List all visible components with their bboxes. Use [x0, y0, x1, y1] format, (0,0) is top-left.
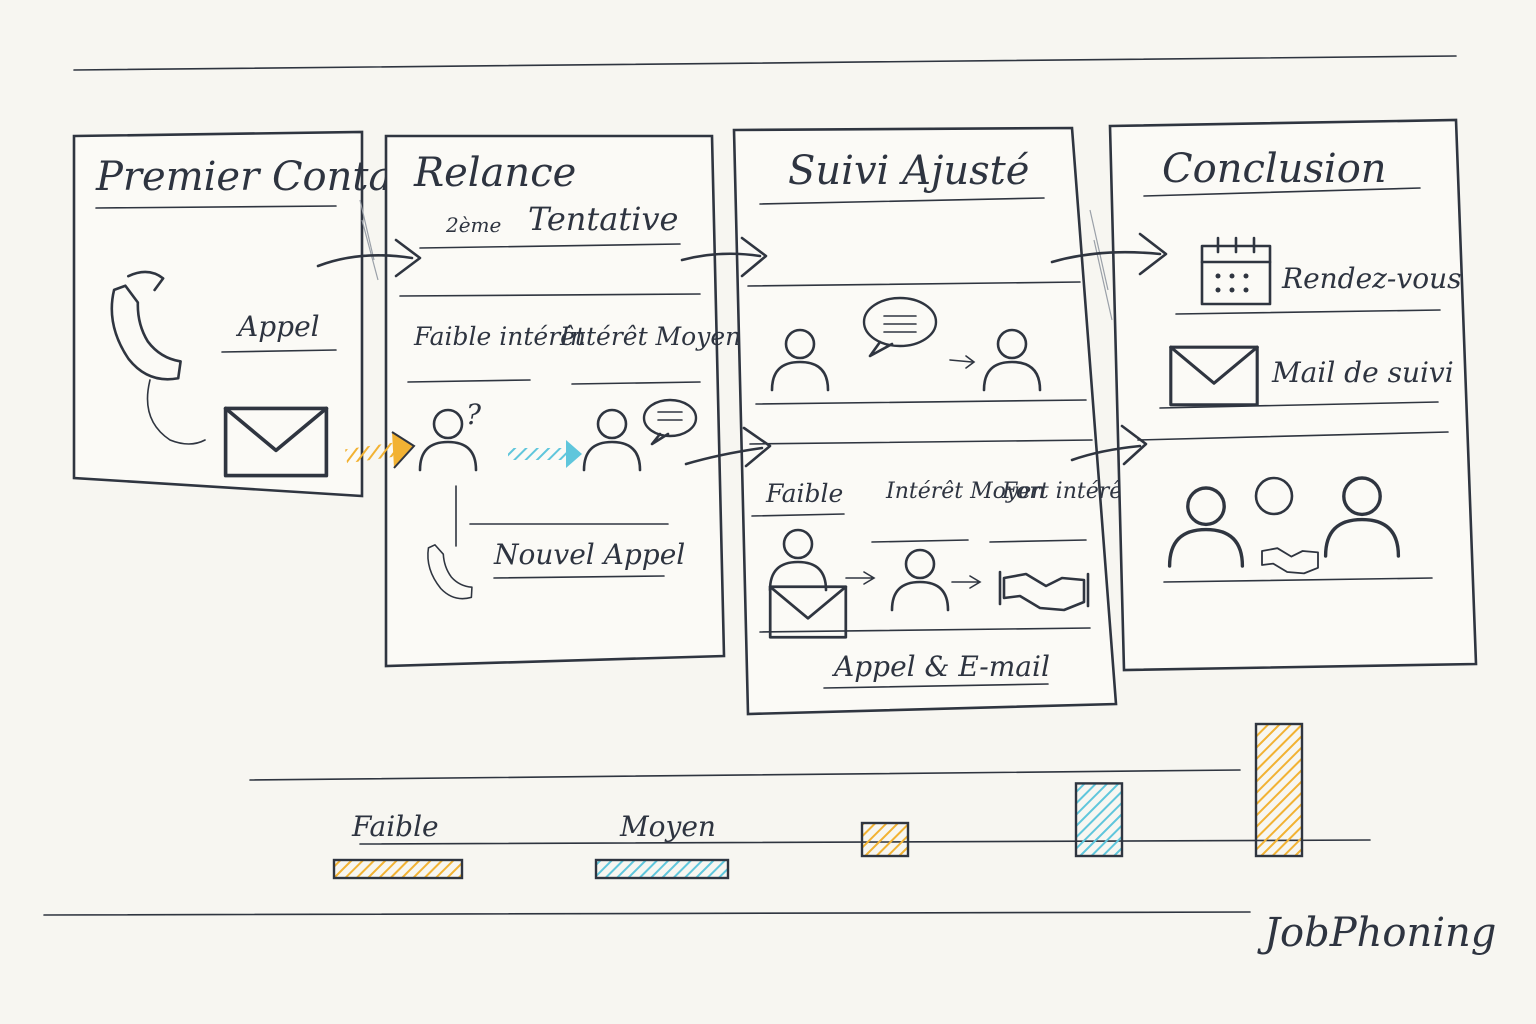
top-rule	[73, 55, 1457, 71]
scale-swatch-faible	[332, 858, 464, 880]
handshake-icon	[1261, 547, 1319, 575]
arrow-icon	[1050, 232, 1168, 276]
calendar-icon	[1200, 236, 1272, 306]
panel-title: Premier Contact	[95, 154, 432, 200]
speech-bubble-icon	[1254, 476, 1294, 516]
arrow-icon	[316, 238, 422, 278]
panel-conclusion: Conclusion Rendez-vous Mail de suivi	[1089, 118, 1478, 672]
item-faible-interet: Faible intérêt	[413, 322, 586, 351]
phone-icon	[427, 544, 473, 600]
phone-icon	[110, 270, 182, 381]
panel-suivi-ajuste: Suivi Ajusté Faible Intérêt Moyen Fort i…	[732, 126, 1131, 716]
item-nouvel-appel: Nouvel Appel	[493, 538, 685, 571]
item-appel: Appel	[235, 310, 320, 343]
panel-title: Conclusion	[1162, 146, 1387, 192]
panel-relance: Relance 2ème Tentative Faible intérêt In…	[384, 134, 741, 668]
handshake-icon	[998, 570, 1090, 612]
speech-bubble-icon	[642, 398, 698, 446]
arrow-icon	[508, 448, 568, 460]
arrow-icon	[1070, 424, 1148, 466]
arrow-icon	[680, 236, 768, 278]
arrow-icon	[684, 426, 772, 468]
item-mail-de-suivi: Mail de suivi	[1271, 356, 1454, 389]
scale-bar-1	[860, 821, 910, 858]
scale-bar-3	[1254, 722, 1304, 858]
item-faible: Faible	[765, 479, 843, 508]
speech-bubble-icon	[862, 296, 938, 358]
item-fort-interet: Fort intérêt	[1001, 479, 1131, 504]
panel-subtitle: Tentative	[528, 200, 678, 238]
intensity-scale: Faible Moyen	[249, 722, 1371, 880]
question-mark-icon: ?	[466, 398, 482, 431]
bottom-rule	[43, 911, 1251, 916]
scale-swatch-moyen	[594, 858, 730, 880]
item-interet-moyen: Intérêt Moyen	[885, 479, 1045, 504]
scale-label-moyen: Moyen	[619, 810, 716, 843]
brand-logo: JobPhoning	[1257, 910, 1496, 956]
scale-bar-2	[1074, 782, 1124, 858]
item-interet-moyen: Intérêt Moyen	[559, 322, 741, 351]
panel-title: Suivi Ajusté	[788, 148, 1029, 194]
panel-subtitle-sup: 2ème	[445, 213, 501, 237]
panel-premier-contact: Premier Contact Appel	[72, 130, 432, 498]
item-rendez-vous: Rendez-vous	[1281, 262, 1461, 295]
item-appel-email: Appel & E-mail	[831, 650, 1050, 683]
arrow-icon	[345, 431, 416, 469]
panel-title: Relance	[413, 150, 576, 196]
scale-label-faible: Faible	[351, 810, 439, 843]
